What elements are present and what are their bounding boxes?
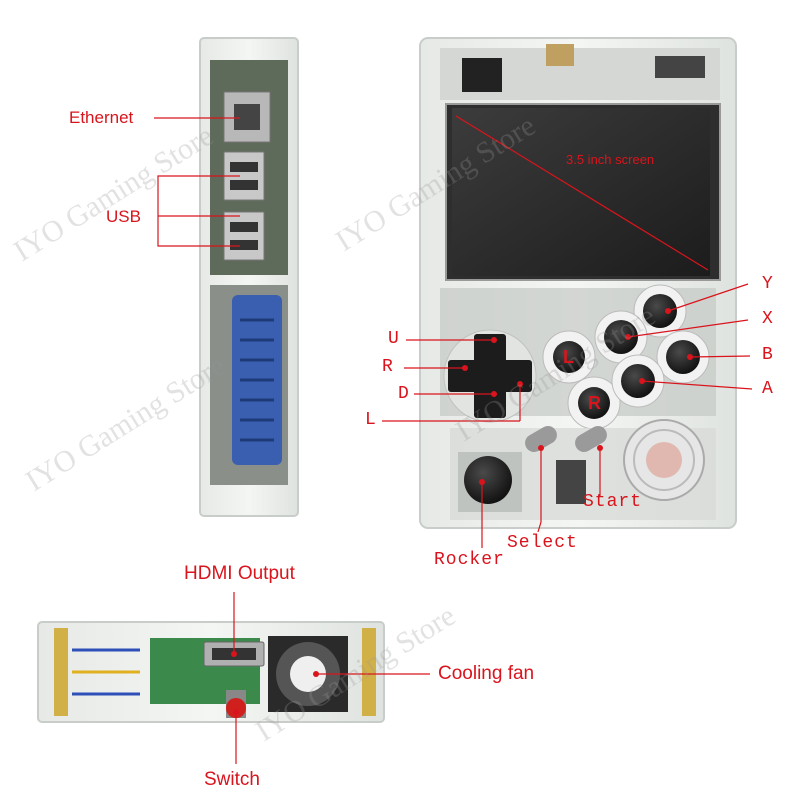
label-usb: USB bbox=[106, 207, 141, 226]
bottom-pillar-left bbox=[54, 628, 68, 716]
label-ethernet: Ethernet bbox=[69, 108, 134, 127]
label-y: Y bbox=[762, 274, 774, 294]
speaker-grill-outer bbox=[633, 429, 695, 491]
label-switch: Switch bbox=[204, 769, 260, 790]
bottom-pillar-right bbox=[362, 628, 376, 716]
front-view bbox=[419, 37, 737, 529]
label-select: Select bbox=[507, 533, 578, 553]
shoulder-right-button bbox=[578, 387, 610, 419]
ethernet-port bbox=[223, 91, 271, 143]
select-button bbox=[525, 426, 557, 452]
label-dpad-down: D bbox=[398, 384, 410, 404]
fan-hub bbox=[290, 656, 326, 692]
label-start: Start bbox=[583, 492, 643, 512]
shoulder-left-button bbox=[553, 341, 585, 373]
rocker-stick bbox=[464, 456, 512, 504]
shoulder-left-cap: L bbox=[563, 347, 574, 367]
usb-slot-1a bbox=[230, 162, 258, 172]
usb-slot-2a bbox=[230, 222, 258, 232]
start-button bbox=[575, 426, 607, 452]
label-dpad-up: U bbox=[388, 329, 400, 349]
chip-connector bbox=[556, 460, 586, 504]
side-view bbox=[199, 37, 299, 517]
usb-port-2 bbox=[223, 211, 265, 261]
battery-ridges bbox=[240, 318, 274, 442]
x-button bbox=[604, 320, 638, 354]
shoulder-right-cap: R bbox=[588, 393, 601, 413]
switch-knob bbox=[226, 698, 246, 718]
label-a: A bbox=[762, 379, 774, 399]
top-connector bbox=[462, 58, 502, 92]
usb-slot-2b bbox=[230, 240, 258, 250]
label-hdmi-output: HDMI Output bbox=[184, 563, 295, 584]
dpad-horizontal bbox=[448, 360, 532, 392]
leader-dots bbox=[231, 308, 693, 715]
ethernet-jack bbox=[234, 104, 260, 130]
y-button bbox=[643, 294, 677, 328]
label-dpad-right: R bbox=[382, 357, 394, 377]
label-b: B bbox=[762, 345, 774, 365]
usb-slot-1b bbox=[230, 180, 258, 190]
label-screen: 3.5 inch screen bbox=[566, 152, 655, 167]
leader-lines bbox=[154, 115, 753, 764]
label-dpad-left: L bbox=[365, 410, 377, 430]
label-x: X bbox=[762, 309, 774, 329]
a-button bbox=[621, 364, 655, 398]
label-rocker: Rocker bbox=[434, 550, 505, 570]
wires bbox=[72, 648, 140, 696]
gpio-header bbox=[655, 56, 705, 78]
micro-usb-port bbox=[546, 44, 574, 66]
speaker-cone bbox=[646, 442, 682, 478]
b-button bbox=[666, 340, 700, 374]
action-buttons bbox=[542, 284, 710, 430]
label-cooling-fan: Cooling fan bbox=[438, 663, 535, 684]
